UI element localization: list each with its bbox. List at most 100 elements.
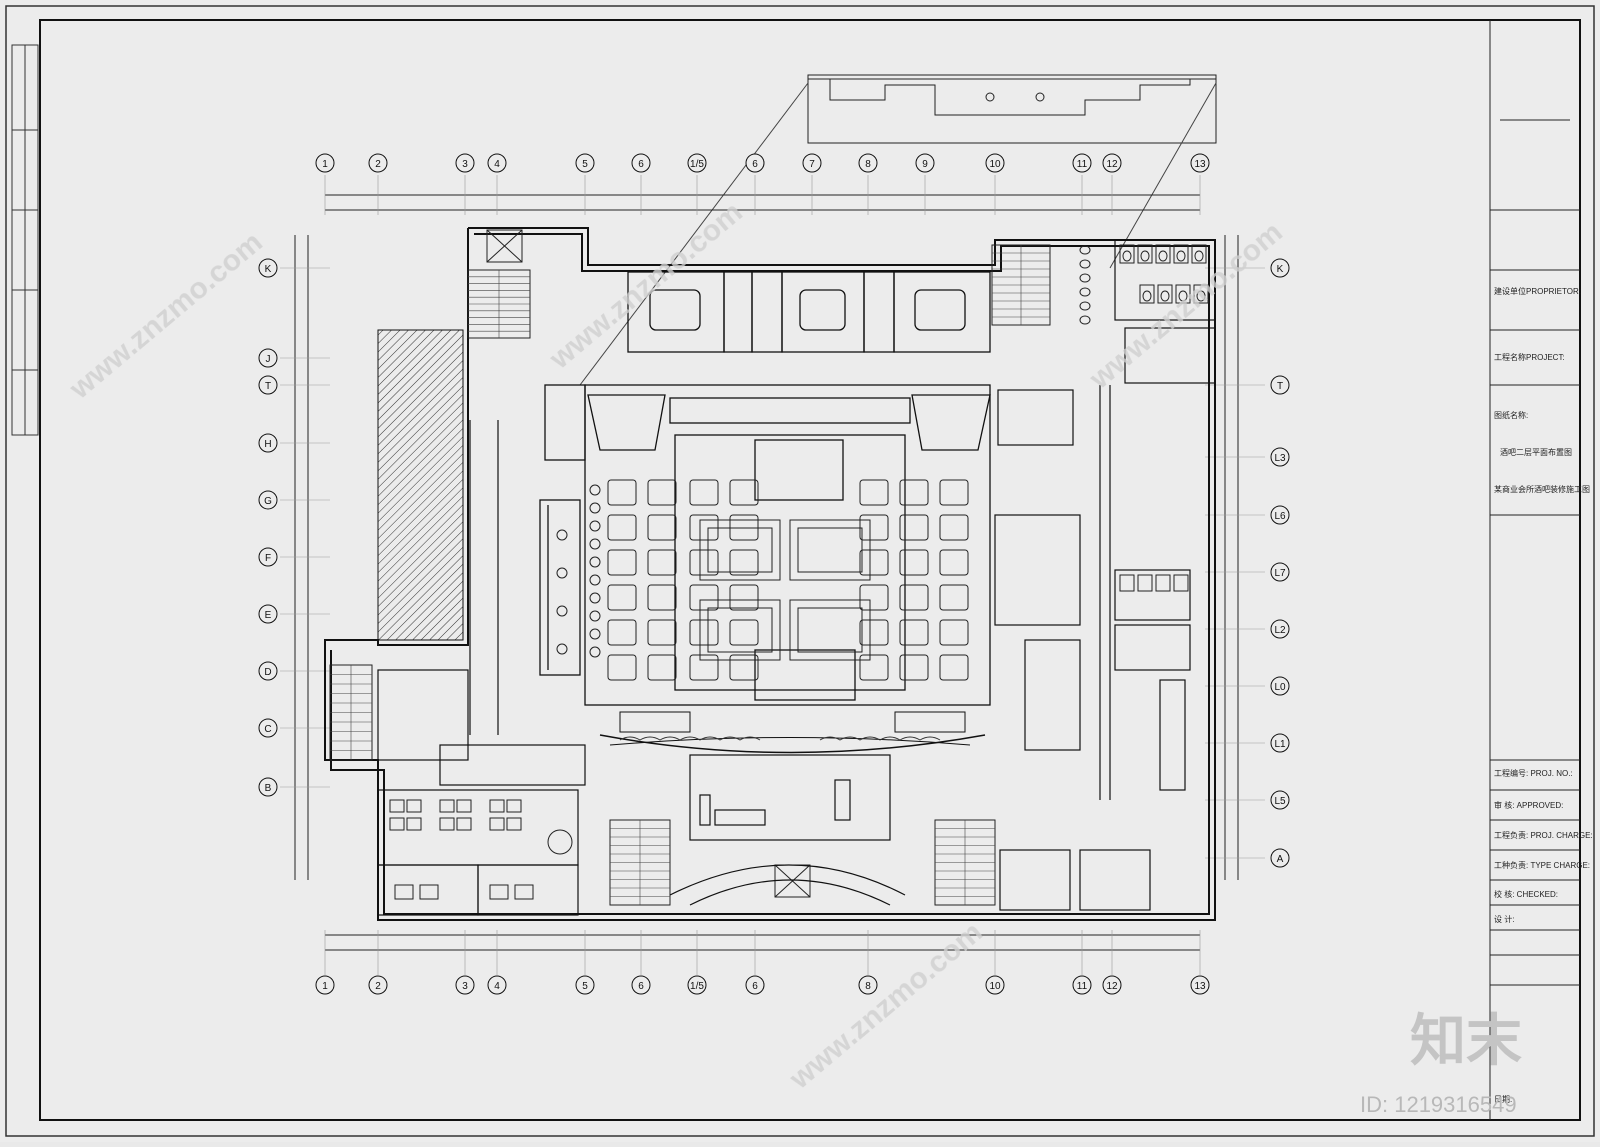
grid-row-right-5: L2: [1270, 619, 1290, 639]
grid-row-right-2-label: L3: [1274, 453, 1286, 464]
grid-col-top-2: 3: [455, 153, 475, 173]
checked-label: 校 核: CHECKED:: [1494, 889, 1558, 899]
grid-row-left-6-label: E: [265, 610, 272, 621]
grid-row-right-1-label: T: [1277, 381, 1283, 392]
grid-row-left-8: C: [258, 718, 278, 738]
date-label: 日期:: [1494, 1095, 1512, 1104]
grid-row-left-7-label: D: [264, 667, 271, 678]
left-rooms: [377, 420, 586, 916]
grid-col-bottom-4: 5: [575, 975, 595, 995]
proj-no-label: 工程编号: PROJ. NO.:: [1494, 768, 1573, 778]
proprietor-label: 建设单位PROPRIETOR:: [1494, 286, 1581, 296]
grid-row-left-9: B: [258, 777, 278, 797]
grid-col-top-1-label: 2: [375, 159, 381, 170]
dimension-lines: [294, 194, 1239, 951]
grid-col-bottom-8: 8: [858, 975, 878, 995]
grid-col-top-6-label: 1/5: [690, 159, 704, 170]
grid-col-bottom-1: 2: [368, 975, 388, 995]
grid-col-top-11: 10: [985, 153, 1005, 173]
grid-col-top-7-label: 6: [752, 159, 758, 170]
grid-col-bottom-9: 10: [985, 975, 1005, 995]
grid-col-top-1: 2: [368, 153, 388, 173]
grid-row-left-0: K: [258, 258, 278, 278]
grid-row-left-4-label: G: [264, 496, 272, 507]
grid-col-bottom-9-label: 10: [989, 981, 1001, 992]
design-label: 设 计:: [1494, 914, 1514, 924]
main-hall: [539, 384, 991, 706]
top-section-strip: [579, 74, 1217, 386]
project-label: 工程名称PROJECT:: [1494, 352, 1565, 362]
grid-col-bottom-8-label: 8: [865, 981, 871, 992]
grid-col-top-4: 5: [575, 153, 595, 173]
stage-area: [599, 711, 986, 754]
grid-col-bottom-10: 11: [1072, 975, 1092, 995]
toilet-fixtures: [1079, 244, 1209, 592]
grid-col-top-13: 12: [1102, 153, 1122, 173]
grid-row-left-3: H: [258, 433, 278, 453]
grid-col-top-8: 7: [802, 153, 822, 173]
title-block: [1489, 20, 1580, 1120]
grid-row-right-2: L3: [1270, 447, 1290, 467]
grid-col-bottom-3: 4: [487, 975, 507, 995]
grid-col-bottom-6: 1/5: [687, 975, 707, 995]
grid-row-right-9-label: A: [1277, 854, 1284, 865]
grid-col-top-10: 9: [915, 153, 935, 173]
grid-col-top-2-label: 3: [462, 159, 468, 170]
grid-row-right-3-label: L6: [1274, 511, 1286, 522]
grid-col-top-10-label: 9: [922, 159, 928, 170]
drawing-name-label: 图纸名称:: [1494, 410, 1528, 420]
grid-col-bottom-3-label: 4: [494, 981, 500, 992]
grid-col-bottom-11: 12: [1102, 975, 1122, 995]
office-desks: [389, 799, 573, 900]
approved-label: 审 核: APPROVED:: [1494, 800, 1563, 810]
grid-row-right-7: L1: [1270, 733, 1290, 753]
grid-col-bottom-2-label: 3: [462, 981, 468, 992]
grid-col-top-9: 8: [858, 153, 878, 173]
watermark-brand: 知末: [1410, 1009, 1522, 1072]
grid-row-right-1: T: [1270, 375, 1290, 395]
grid-col-top-8-label: 7: [809, 159, 815, 170]
drawing-line2: 某商业会所酒吧装修施工图: [1494, 484, 1590, 494]
grid-col-top-5-label: 6: [638, 159, 644, 170]
grid-col-bottom-5-label: 6: [638, 981, 644, 992]
grid-col-top-9-label: 8: [865, 159, 871, 170]
grid-col-top-7: 6: [745, 153, 765, 173]
left-revision-strip: [11, 44, 39, 436]
watermark-id: ID: 1219316549: [1360, 1092, 1517, 1117]
grid-col-top-4-label: 5: [582, 159, 588, 170]
grid-col-bottom-4-label: 5: [582, 981, 588, 992]
grid-col-top-5: 6: [631, 153, 651, 173]
watermark-text-3: www.znzmo.com: [783, 915, 989, 1096]
grid-col-bottom-7-label: 6: [752, 981, 758, 992]
grid-col-bottom-5: 6: [631, 975, 651, 995]
grid-row-right-5-label: L2: [1274, 625, 1286, 636]
grid-col-top-12-label: 11: [1077, 159, 1088, 170]
grid-col-bottom-0-label: 1: [322, 981, 328, 992]
grid-col-bottom-2: 3: [455, 975, 475, 995]
grid-row-right-6-label: L0: [1274, 682, 1286, 693]
stair-treads: [330, 245, 1050, 905]
grid-lines: [280, 175, 1265, 975]
lobby: [669, 754, 906, 906]
booth-seating: [556, 479, 969, 681]
grid-row-left-1-label: J: [266, 354, 271, 365]
proj-charge-label: 工程负责: PROJ. CHARGE:: [1494, 830, 1593, 840]
grid-row-right-4: L7: [1270, 562, 1290, 582]
grid-col-bottom-7: 6: [745, 975, 765, 995]
grid-row-right-9: A: [1270, 848, 1290, 868]
grid-row-right-0: K: [1270, 258, 1290, 278]
grid-row-left-2: T: [258, 375, 278, 395]
grid-row-left-5: F: [258, 547, 278, 567]
drawing-line1: 酒吧二层平面布置图: [1500, 447, 1572, 457]
grid-row-right-7-label: L1: [1274, 739, 1286, 750]
grid-col-top-13-label: 12: [1106, 159, 1118, 170]
hatched-open-area: [377, 329, 464, 641]
grid-row-right-8: L5: [1270, 790, 1290, 810]
grid-row-left-6: E: [258, 604, 278, 624]
grid-col-bottom-12-label: 13: [1194, 981, 1206, 992]
grid-row-right-0-label: K: [1277, 264, 1284, 275]
